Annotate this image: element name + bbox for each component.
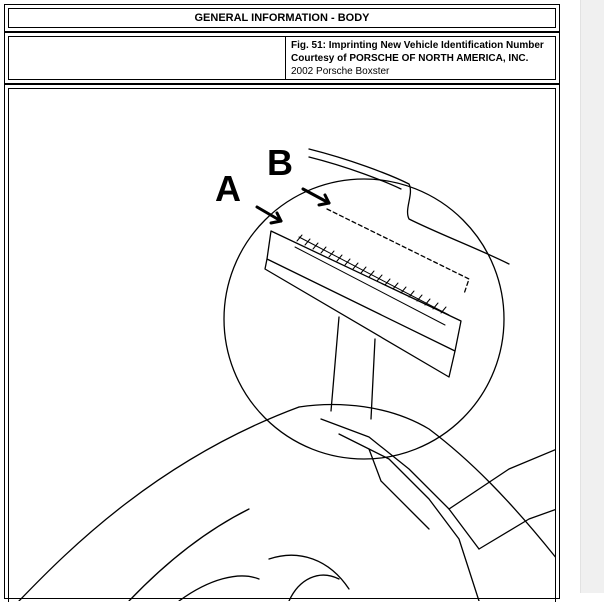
arrow-b [301,187,331,207]
support-post-right [370,338,376,420]
fender-curve [128,508,250,601]
frame-rail [320,418,480,550]
vin-imprint-drawing: A B [18,142,555,601]
detail-circle [223,178,505,460]
component-detail [288,574,340,601]
caption-empty-cell [9,37,286,79]
vehicle-line: 2002 Porsche Boxster [291,66,390,77]
figure-illustration: A B [8,88,556,602]
caption-box: Fig. 51: Imprinting New Vehicle Identifi… [8,36,556,80]
arrow-a [255,205,283,225]
frame-rail-inner [338,433,480,601]
support-post-left [330,316,340,412]
courtesy-line: Courtesy of PORSCHE OF NORTH AMERICA, IN… [291,53,529,64]
windshield-edge [478,509,555,550]
section-header: GENERAL INFORMATION - BODY [4,4,560,32]
component-outline [268,554,350,590]
wheel-arch [178,575,260,601]
caption-text: Fig. 51: Imprinting New Vehicle Identifi… [291,39,553,78]
trunk-lid-inner-edge [308,156,402,190]
caption-row: Fig. 51: Imprinting New Vehicle Identifi… [4,32,560,84]
figure-frame: A B [4,84,560,602]
vin-plate-side [264,258,456,378]
vin-plate [266,230,462,352]
callout-b: B [267,142,293,183]
document-page: GENERAL INFORMATION - BODY Fig. 51: Impr… [4,4,560,602]
hood-outline [18,406,300,601]
viewer-scrollbar-track[interactable] [580,0,604,593]
section-title: GENERAL INFORMATION - BODY [8,8,556,28]
body-outline [298,403,555,558]
callout-a: A [215,168,241,209]
plate-outline-dashed [326,208,470,295]
figure-title: Fig. 51: Imprinting New Vehicle Identifi… [291,40,544,51]
trunk-lid-edge [308,148,510,265]
vin-imprint-pattern [294,234,450,326]
bracket [368,448,430,530]
cowl-edge [448,449,555,510]
